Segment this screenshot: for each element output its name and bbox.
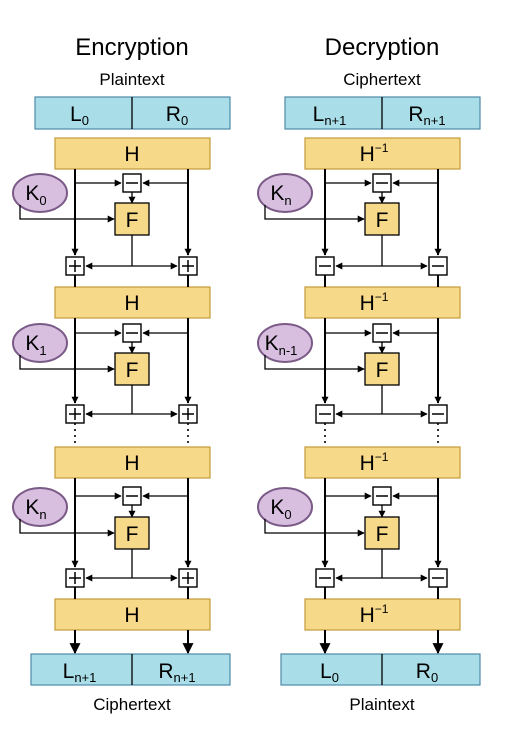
enc-f-label-3: F — [126, 523, 139, 546]
enc-key-to-f-2 — [19, 355, 115, 373]
enc-inner-op-3 — [122, 486, 142, 506]
dec-bottom-block — [280, 653, 481, 686]
enc-outer-op-right-3 — [178, 568, 198, 588]
enc-title: Encryption — [75, 34, 188, 61]
enc-key-label-2: K1 — [25, 332, 46, 358]
dec-key-to-f-2 — [264, 355, 365, 373]
enc-outer-op-left-1 — [65, 256, 85, 276]
dec-inner-op-2 — [372, 323, 392, 343]
dec-top-left-label: Ln+1 — [313, 103, 347, 128]
enc-h-box-4 — [54, 598, 211, 631]
dec-title: Decryption — [325, 34, 440, 61]
enc-bottom-block — [30, 653, 231, 686]
dec-output-label: Plaintext — [349, 695, 414, 714]
dec-key-3 — [257, 487, 313, 527]
dec-input-label: Ciphertext — [343, 70, 421, 89]
dec-key-label-3: K0 — [270, 496, 291, 522]
enc-key-1 — [12, 173, 68, 213]
dec-key-label-2: Kn-1 — [265, 332, 298, 358]
dec-bottom-left-label: L0 — [320, 660, 339, 685]
enc-inner-op-2 — [122, 323, 142, 343]
dec-key-2 — [257, 323, 313, 363]
dec-key-label-1: Kn — [270, 182, 291, 208]
enc-inner-op-1 — [122, 173, 142, 193]
enc-f-box-1 — [114, 202, 150, 236]
dec-f-box-3 — [364, 516, 400, 550]
dec-outer-op-right-3 — [428, 568, 448, 588]
enc-outer-op-left-3 — [65, 568, 85, 588]
enc-key-to-f-1 — [19, 205, 115, 223]
enc-key-2 — [12, 323, 68, 363]
enc-f-box-2 — [114, 352, 150, 386]
dec-outer-op-left-1 — [315, 256, 335, 276]
enc-outer-op-right-1 — [178, 256, 198, 276]
enc-key-to-f-3 — [19, 519, 115, 537]
dec-h-box-1 — [304, 137, 461, 170]
dec-h-box-3 — [304, 446, 461, 479]
dec-h-label-2: H−1 — [360, 290, 389, 315]
dec-key-1 — [257, 173, 313, 213]
enc-top-right-label: R0 — [166, 103, 188, 128]
enc-output-label: Ciphertext — [93, 695, 171, 714]
enc-h-label-3: H — [124, 452, 139, 475]
enc-bottom-right-label: Rn+1 — [158, 660, 195, 685]
enc-f-label-1: F — [126, 209, 139, 232]
dec-f-label-3: F — [376, 523, 389, 546]
enc-h-box-2 — [54, 286, 211, 319]
dec-h-label-4: H−1 — [360, 602, 389, 627]
dec-inner-op-1 — [372, 173, 392, 193]
enc-h-label-1: H — [124, 143, 139, 166]
enc-h-box-3 — [54, 446, 211, 479]
enc-h-label-2: H — [124, 292, 139, 315]
enc-key-label-3: Kn — [25, 496, 46, 522]
dec-h-box-2 — [304, 286, 461, 319]
enc-key-3 — [12, 487, 68, 527]
dec-inner-op-3 — [372, 486, 392, 506]
enc-key-label-1: K0 — [25, 182, 46, 208]
enc-bottom-left-label: Ln+1 — [63, 660, 97, 685]
dec-outer-op-right-2 — [428, 404, 448, 424]
dec-h-label-3: H−1 — [360, 450, 389, 475]
dec-outer-op-left-3 — [315, 568, 335, 588]
dec-h-label-1: H−1 — [360, 141, 389, 166]
dec-top-right-label: Rn+1 — [408, 103, 445, 128]
dec-f-box-2 — [364, 352, 400, 386]
dec-key-to-f-3 — [264, 519, 365, 537]
dec-key-to-f-1 — [264, 205, 365, 223]
enc-h-box-1 — [54, 137, 211, 170]
enc-outer-op-right-2 — [178, 404, 198, 424]
dec-f-label-1: F — [376, 209, 389, 232]
enc-h-label-4: H — [124, 604, 139, 627]
dec-outer-op-right-1 — [428, 256, 448, 276]
dec-bottom-right-label: R0 — [416, 660, 438, 685]
enc-top-left-label: L0 — [70, 103, 89, 128]
enc-f-label-2: F — [126, 359, 139, 382]
dec-f-label-2: F — [376, 359, 389, 382]
dec-outer-op-left-2 — [315, 404, 335, 424]
enc-input-label: Plaintext — [99, 70, 164, 89]
enc-outer-op-left-2 — [65, 404, 85, 424]
dec-h-box-4 — [304, 598, 461, 631]
